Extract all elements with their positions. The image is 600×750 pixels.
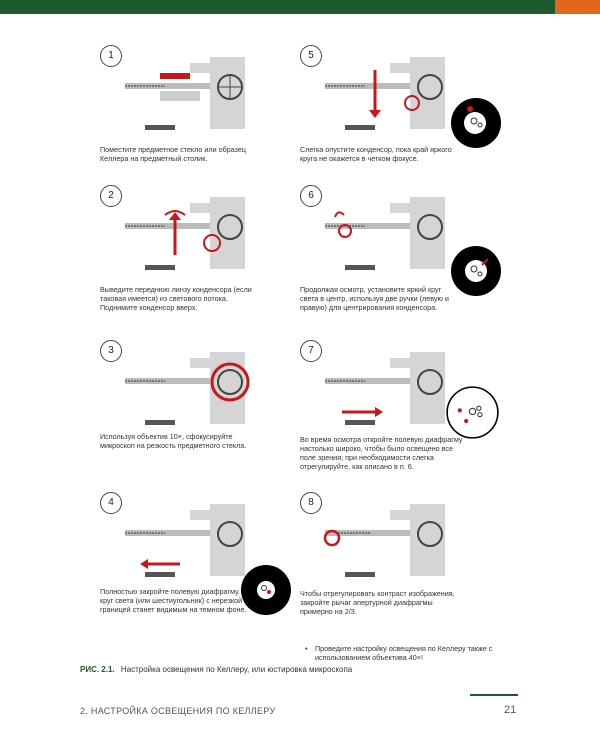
- step-text: Поместите предметное стекло или образец …: [100, 145, 246, 163]
- figure-caption: РИС. 2.1. Настройка освещения по Келлеру…: [80, 665, 352, 674]
- step-number: 2: [100, 185, 122, 207]
- step-8: 8 Чтобы отрегулировать контраст изображе…: [300, 492, 550, 652]
- step-text: Продолжая осмотр, установите яркий круг …: [300, 285, 449, 312]
- header-bar: [0, 0, 600, 14]
- step-text: Чтобы отрегулировать контраст изображени…: [300, 589, 455, 616]
- field-view-inset: [240, 564, 292, 616]
- step-2: 2 Выведите переднюю линзу конденсора (ес…: [100, 185, 350, 345]
- step-text: Выведите переднюю линзу конденсора (если…: [100, 285, 252, 312]
- step-number: 1: [100, 45, 122, 67]
- microscope-diagram: [325, 197, 445, 270]
- field-view-inset: [445, 385, 500, 440]
- header-accent: [555, 0, 600, 14]
- page-number: 21: [504, 704, 517, 716]
- step-5: 5 Слегка опустите конденсор, пока край я…: [300, 45, 550, 205]
- step-text: Используя объектив 10×, сфокусируйте мик…: [100, 432, 247, 450]
- step-number: 5: [300, 45, 322, 67]
- microscope-diagram: [125, 57, 245, 130]
- step-6: 6 Продолжая осмотр, установите яркий кру…: [300, 185, 550, 345]
- step-4: 4 Полностью закройте полевую диафрагму. …: [100, 492, 350, 652]
- figure-caption-text: Настройка освещения по Келлеру, или юсти…: [120, 665, 353, 674]
- microscope-diagram: [125, 197, 245, 270]
- step-text: Слегка опустите конденсор, пока край ярк…: [300, 145, 452, 163]
- field-view-inset: [450, 245, 502, 297]
- step-number: 7: [300, 340, 322, 362]
- step-number: 4: [100, 492, 122, 514]
- note-text: Проведите настройку освещения по Келлеру…: [315, 644, 493, 662]
- step-3: 3 Используя объектив 10×, сфокусируйте м…: [100, 340, 350, 500]
- microscope-diagram: [323, 504, 445, 577]
- step-1: 1 Поместите предметное стекло или образе…: [100, 45, 350, 205]
- microscope-diagram: [325, 57, 445, 130]
- step-number: 6: [300, 185, 322, 207]
- step-text: Полностью закройте полевую диафрагму. Яр…: [100, 587, 263, 614]
- microscope-diagram: [325, 352, 445, 425]
- step-text: Во время осмотра откройте полевую диафра…: [300, 435, 463, 471]
- field-view-inset: [450, 97, 502, 149]
- note-bullet: • Проведите настройку освещения по Келле…: [305, 644, 493, 662]
- footer-section-title: 2. НАСТРОЙКА ОСВЕЩЕНИЯ ПО КЕЛЛЕРУ: [80, 706, 276, 716]
- microscope-diagram: [125, 352, 250, 425]
- figure-label: РИС. 2.1.: [80, 665, 115, 674]
- step-number: 8: [300, 492, 322, 514]
- footer-rule: [470, 694, 518, 696]
- microscope-diagram: [125, 504, 245, 577]
- step-7: 7 Во время осмотра откройте полевую диаф…: [300, 340, 550, 500]
- step-number: 3: [100, 340, 122, 362]
